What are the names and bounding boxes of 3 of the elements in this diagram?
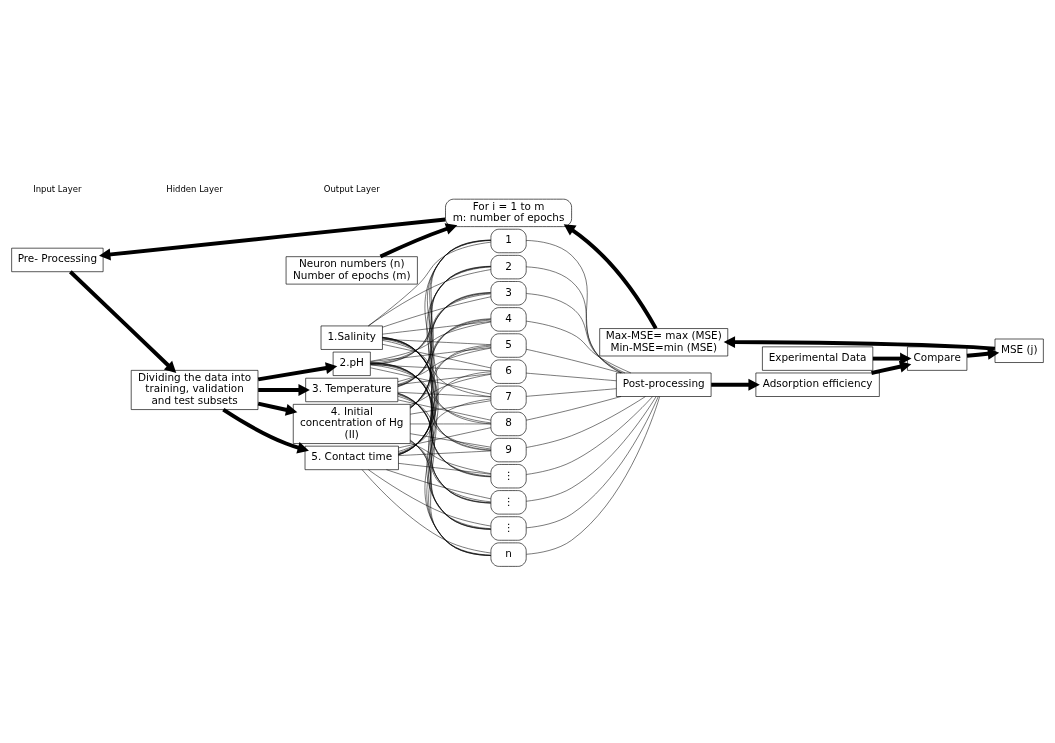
label: Output Layer	[323, 183, 380, 194]
label: Input Layer	[33, 183, 82, 194]
label: Hidden Layer	[166, 183, 223, 194]
